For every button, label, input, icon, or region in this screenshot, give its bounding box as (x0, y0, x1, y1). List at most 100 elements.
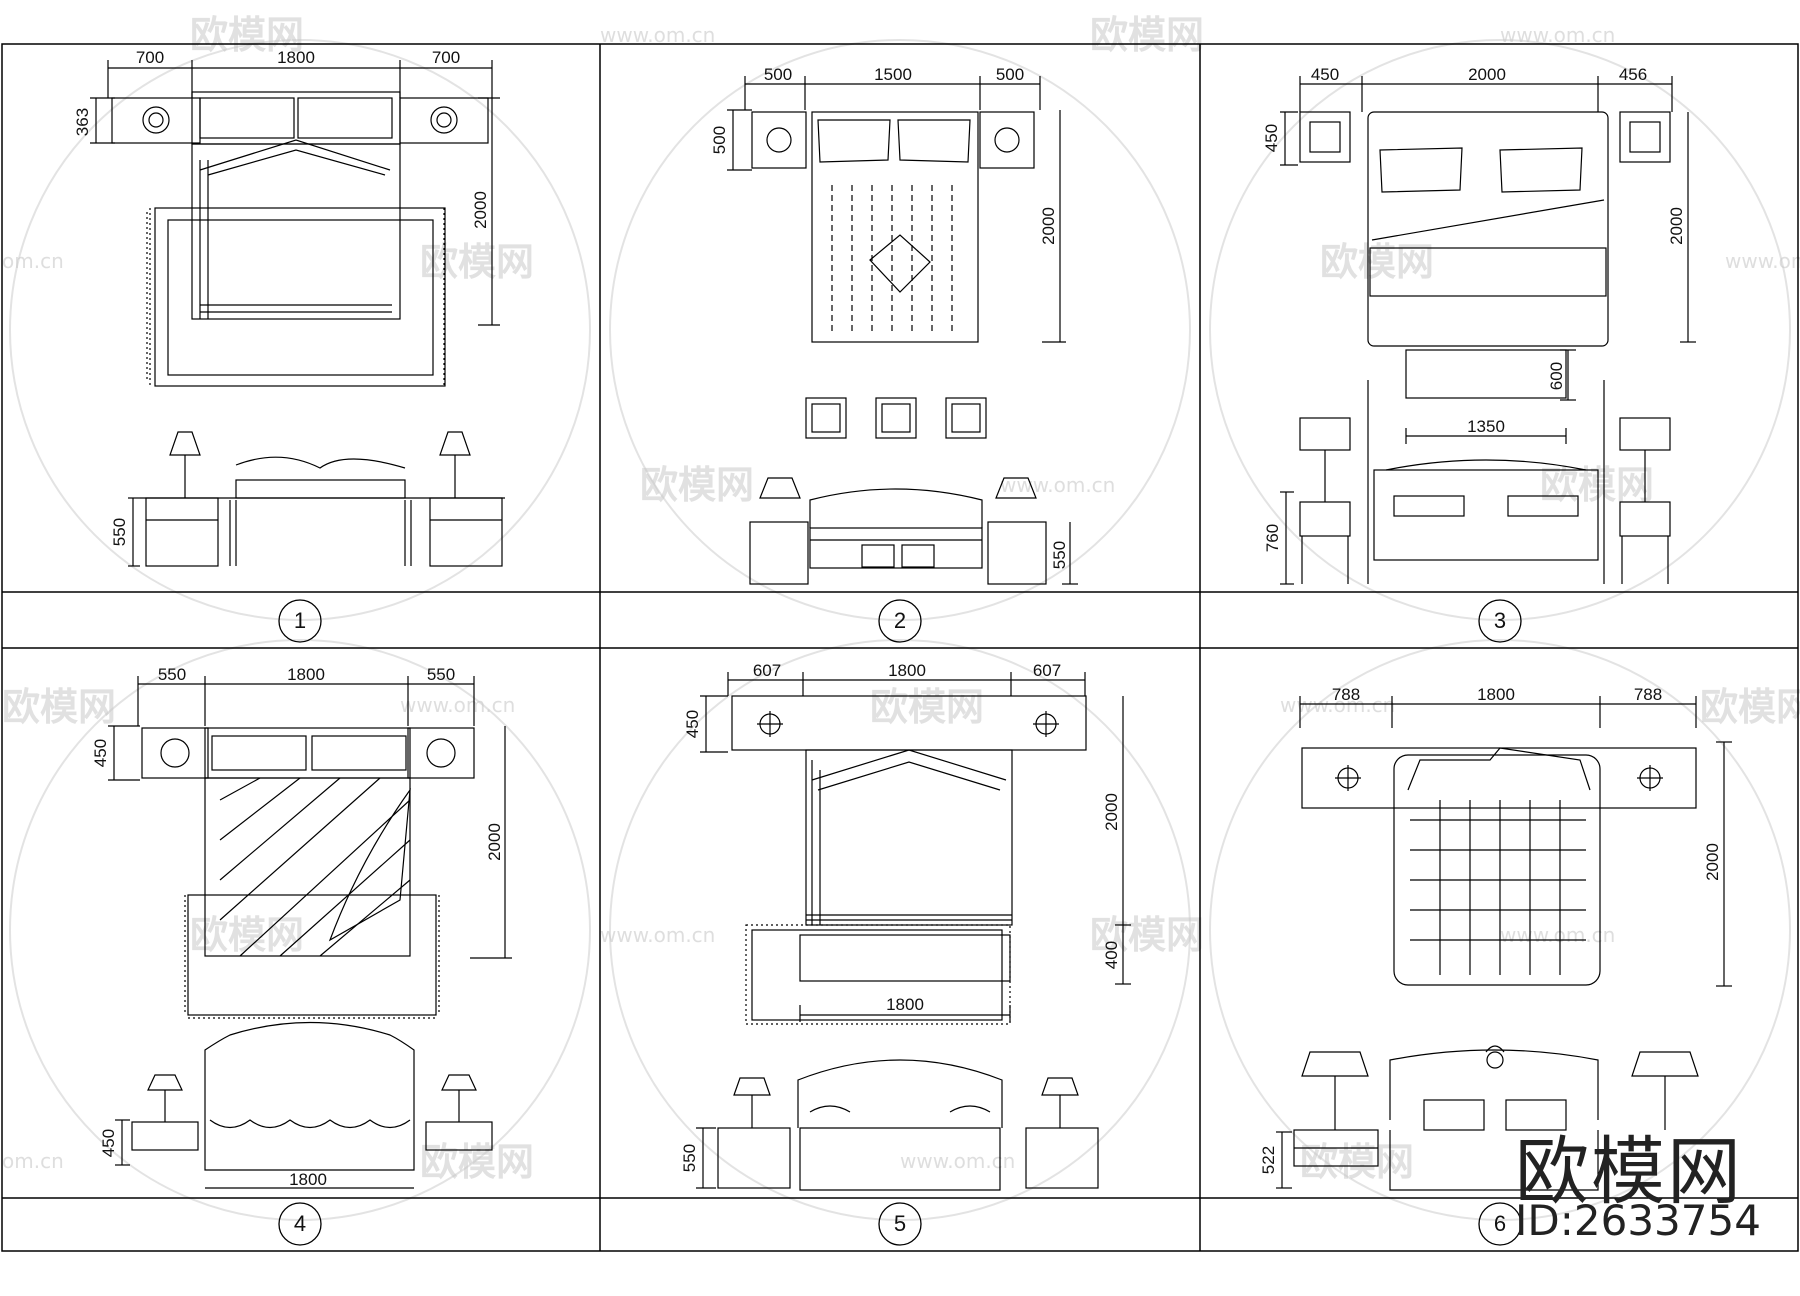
panel-3: 450 2000 456 450 2000 600 1350 (1262, 65, 1696, 585)
dimension-label: 550 (1050, 541, 1069, 569)
dimension-line-elev: 550 (110, 497, 140, 567)
bed-elevation (1299, 380, 1671, 584)
dimension-label: 500 (996, 65, 1024, 84)
watermark-url: www.om.cn (1725, 249, 1800, 273)
watermark-url: www.om.cn (400, 693, 515, 717)
bed-elevation (131, 1021, 493, 1171)
bed-elevation (140, 431, 505, 567)
bed-plan (731, 695, 1087, 982)
dimension-label: 500 (710, 126, 729, 154)
dimension-label: 550 (427, 665, 455, 684)
bed-plan (141, 727, 475, 957)
dimension-label: 450 (1262, 124, 1281, 152)
dimension-line-side: 450 2000 600 (1262, 111, 1696, 401)
panel-number-label: 5 (894, 1211, 906, 1236)
panel-number-label: 6 (1494, 1211, 1506, 1236)
bed-plan (1301, 747, 1697, 986)
dimension-label: 1800 (888, 661, 926, 680)
dimension-line-elev: 760 (1263, 491, 1294, 585)
dimension-label: 607 (1033, 661, 1061, 680)
dimension-label: 2000 (485, 823, 504, 861)
dimension-line-extra: 1800 (799, 995, 1011, 1022)
watermark-arcs (9, 39, 1791, 1221)
panel-number-4: 4 (278, 1202, 322, 1246)
watermark-url: www.om.cn (1500, 923, 1615, 947)
dimension-label: 1800 (287, 665, 325, 684)
dimension-label: 550 (158, 665, 186, 684)
model-id-label: ID:2633754 (1515, 1196, 1761, 1245)
dimension-label: 2000 (1703, 843, 1722, 881)
dimension-label: 450 (1311, 65, 1339, 84)
rug (184, 894, 440, 1019)
dimension-label: 607 (753, 661, 781, 680)
dimension-line-elev: 550 (1050, 522, 1078, 585)
dimension-label: 700 (136, 48, 164, 67)
watermark-text: 欧模网 (870, 685, 984, 729)
dimension-line-top: 700 1800 700 (107, 48, 493, 98)
watermark-url: www.om.cn (600, 23, 715, 47)
dimension-label: 1800 (886, 995, 924, 1014)
dimension-line-top: 450 2000 456 (1299, 65, 1673, 112)
dimension-label: 1800 (1477, 685, 1515, 704)
dimension-line-top: 550 1800 550 (137, 665, 475, 726)
panel-numbers: 1 2 3 4 5 6 (278, 599, 1522, 1246)
dimension-line-top: 607 1800 607 (727, 661, 1086, 696)
panel-number-label: 2 (894, 608, 906, 633)
panel-number-1: 1 (278, 599, 322, 643)
dimension-line-side: 500 2000 (710, 109, 1066, 343)
dimension-label: 522 (1259, 1146, 1278, 1174)
dimension-label: 2000 (471, 191, 490, 229)
dimension-label: 450 (683, 710, 702, 738)
bed-elevation (1293, 1045, 1699, 1191)
dimension-label: 760 (1263, 524, 1282, 552)
dimension-label: 788 (1634, 685, 1662, 704)
dimension-line-side: 363 2000 (73, 97, 500, 326)
watermark-text: 欧模网 (420, 1140, 534, 1184)
dimension-line-top: 500 1500 500 (744, 65, 1041, 110)
dimension-label: 500 (764, 65, 792, 84)
bed-elevation (749, 477, 1047, 585)
panel-1: 700 1800 700 363 2000 (73, 48, 505, 567)
dimension-label: 550 (680, 1144, 699, 1172)
panel-number-3: 3 (1478, 599, 1522, 643)
dimension-label: 2000 (1468, 65, 1506, 84)
bed-plan (751, 111, 1035, 343)
dimension-label: 2000 (1102, 793, 1121, 831)
watermark-url: om.cn (2, 249, 64, 273)
dimension-label: 788 (1332, 685, 1360, 704)
rug (745, 924, 1011, 1025)
panel-number-2: 2 (878, 599, 922, 643)
panel-number-6: 6 (1478, 1202, 1522, 1246)
watermark-text: 欧模网 (1700, 685, 1800, 729)
panel-2: 500 1500 500 500 2000 (710, 65, 1078, 585)
dimension-label: 2000 (1039, 207, 1058, 245)
dimension-label: 550 (110, 518, 129, 546)
watermark-text: 欧模网 (640, 463, 754, 507)
watermark-url: www.om.cn (1500, 23, 1615, 47)
dimension-label: 456 (1619, 65, 1647, 84)
wall-frames (805, 397, 987, 439)
dimension-line-side: 2000 (1703, 741, 1732, 987)
watermark-text: 欧模网 (2, 685, 116, 729)
dimension-label: 400 (1102, 941, 1121, 969)
dimension-label: 1800 (277, 48, 315, 67)
dimension-line-top: 788 1800 788 (1299, 685, 1697, 728)
watermark-text: 欧模网 (190, 13, 304, 57)
watermark-text: 欧模网 (1090, 913, 1204, 957)
dimension-line-elev: 522 (1259, 1131, 1292, 1189)
watermark-url: www.om.cn (1280, 693, 1395, 717)
watermark-url: www.om.cn (1000, 473, 1115, 497)
panel-6: 788 1800 788 2000 522 (1259, 685, 1732, 1191)
dimension-line-side: 450 2000 (91, 725, 512, 959)
dimension-label: 450 (91, 739, 110, 767)
bed-plan (1299, 111, 1671, 399)
watermark-text: 欧模网 (1090, 13, 1204, 57)
bed-elevation (717, 1059, 1099, 1191)
dimension-label: 700 (432, 48, 460, 67)
watermark-url: www.om.cn (600, 923, 715, 947)
dimension-label: 450 (99, 1129, 118, 1157)
watermark-text: 欧模网 (1320, 240, 1434, 284)
rug (146, 207, 446, 387)
dimension-label: 1500 (874, 65, 912, 84)
